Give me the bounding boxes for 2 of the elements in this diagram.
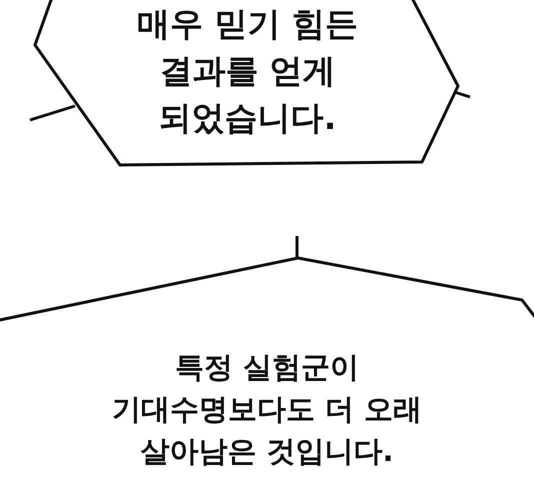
- speech-text: 특정 실험군이 기대수명보다도 더 오래 살아남은 것입니다.: [110, 349, 424, 470]
- speech-text: 매우 믿기 힘든 결과를 얻게 되었습니다.: [136, 3, 359, 139]
